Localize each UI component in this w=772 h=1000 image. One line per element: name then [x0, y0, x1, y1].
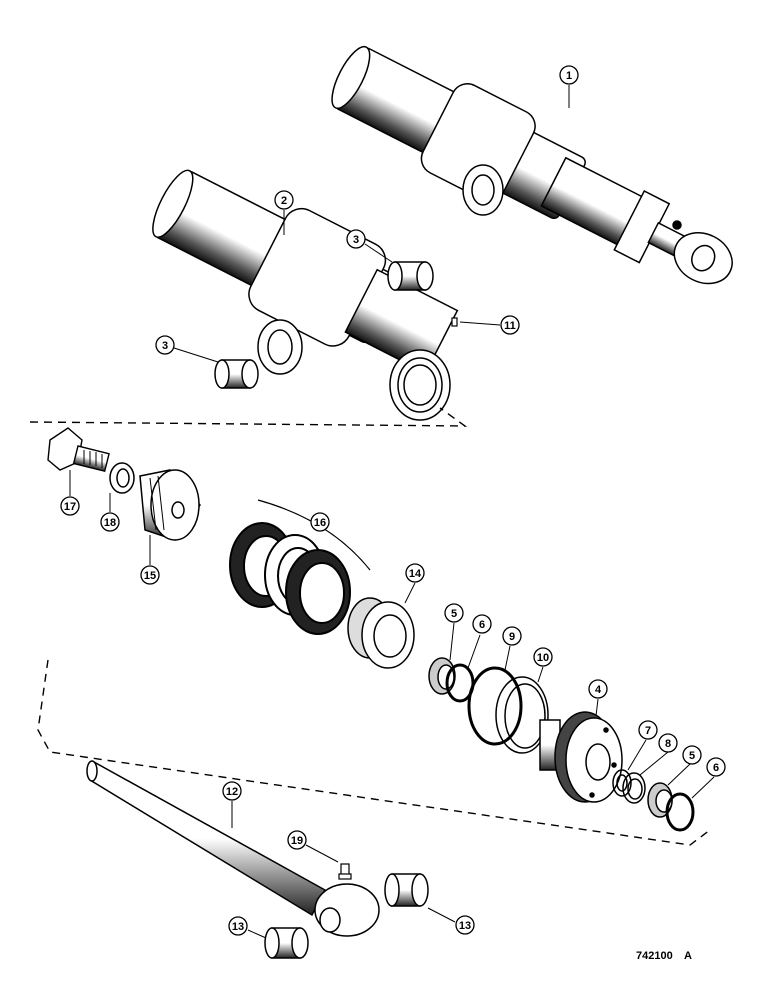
- callout-11-label: 11: [504, 320, 516, 332]
- seal-part-5-center: [428, 657, 456, 695]
- seal-kit-part-16: [229, 499, 371, 635]
- callout-1-label: 1: [566, 70, 572, 82]
- callout-17: 17: [60, 470, 80, 516]
- seal-part-8: [622, 772, 646, 804]
- ring-part-7: [612, 769, 632, 797]
- callout-5-right-label: 5: [689, 750, 695, 762]
- callout-13-left-label: 13: [232, 921, 244, 933]
- revision-letter: A: [684, 950, 692, 962]
- callout-18: 18: [100, 493, 120, 532]
- callout-16: 16: [310, 512, 330, 532]
- callout-13-right-label: 13: [459, 920, 471, 932]
- callout-5-center-label: 5: [451, 608, 457, 620]
- callout-6-center: 6: [467, 614, 492, 669]
- o-ring-part-9: [467, 666, 523, 746]
- callout-6-right: 6: [691, 757, 726, 799]
- callout-1: 1: [559, 65, 579, 108]
- callout-15-label: 15: [144, 570, 156, 582]
- grease-fitting-part-11: [451, 317, 458, 327]
- callout-6-right-label: 6: [713, 762, 719, 774]
- callout-5-center: 5: [444, 603, 464, 661]
- callout-6-center-label: 6: [479, 619, 485, 631]
- drawing-number: 742100: [636, 950, 673, 962]
- callout-15: 15: [140, 535, 160, 585]
- callout-18-label: 18: [104, 517, 116, 529]
- callout-10-label: 10: [537, 652, 549, 664]
- callout-13-left: 13: [228, 916, 267, 939]
- callout-9-label: 9: [509, 631, 515, 643]
- cylinder-assembly-part-1: [331, 45, 733, 285]
- callout-14-label: 14: [409, 568, 422, 580]
- callout-12-label: 12: [226, 786, 238, 798]
- bushing-part-3-upper: [387, 261, 434, 291]
- gland-part-4: [539, 711, 623, 803]
- callout-4-label: 4: [595, 684, 602, 696]
- callout-9: 9: [502, 626, 522, 671]
- callout-8: 8: [639, 733, 678, 776]
- bushing-part-13-right: [384, 873, 429, 907]
- backup-ring-part-10: [495, 676, 549, 754]
- bushing-part-3-lower: [214, 359, 259, 389]
- callout-3-lower: 3: [155, 335, 219, 363]
- wear-ring-part-14: [347, 597, 415, 669]
- callout-13-right: 13: [427, 907, 475, 935]
- bolt-part-17: [47, 427, 110, 473]
- callout-10: 10: [533, 647, 553, 683]
- callout-12: 12: [222, 781, 242, 828]
- callout-7: 7: [627, 720, 658, 771]
- assembly-guide-lines: [29, 407, 711, 846]
- callout-2-label: 2: [281, 195, 287, 207]
- callout-4: 4: [588, 679, 608, 717]
- callout-19: 19: [287, 830, 339, 863]
- callout-11: 11: [459, 315, 520, 335]
- callout-5-right: 5: [667, 745, 702, 786]
- callout-19-label: 19: [291, 835, 303, 847]
- piston-part-15: [139, 469, 201, 541]
- callout-8-label: 8: [665, 738, 671, 750]
- bushing-part-13-left: [264, 927, 309, 959]
- piston-rod-part-12: [86, 760, 380, 937]
- callout-2: 2: [274, 190, 294, 235]
- callout-3-upper-label: 3: [353, 234, 359, 246]
- callout-3-upper: 3: [346, 229, 393, 263]
- grease-fitting-part-19: [338, 863, 352, 880]
- callout-3-lower-label: 3: [162, 340, 168, 352]
- barrel-part-2: [152, 169, 459, 421]
- o-ring-part-6-right: [665, 792, 695, 832]
- callout-16-label: 16: [314, 517, 326, 529]
- washer-part-18: [109, 462, 135, 494]
- callout-14: 14: [404, 563, 425, 604]
- callout-17-label: 17: [64, 501, 76, 513]
- callout-7-label: 7: [645, 725, 651, 737]
